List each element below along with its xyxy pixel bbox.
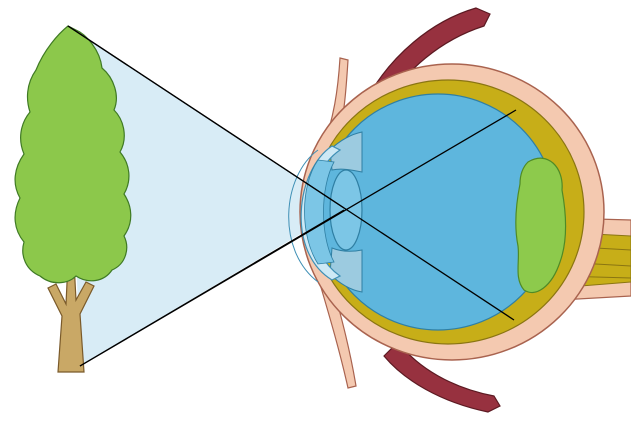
eye-image-formation-diagram bbox=[0, 0, 631, 424]
